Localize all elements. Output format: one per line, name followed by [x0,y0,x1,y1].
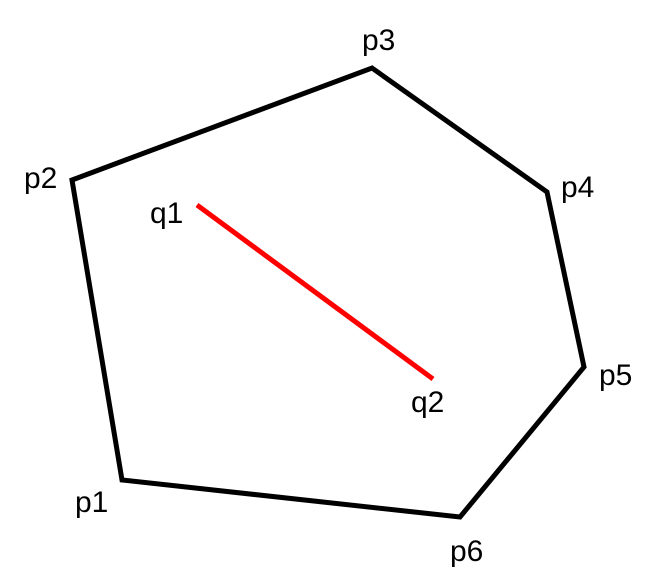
vertex-label-p1: p1 [75,486,108,519]
vertex-label-p3: p3 [362,24,395,57]
vertex-label-p5: p5 [599,359,632,392]
endpoint-label-q1: q1 [150,197,183,230]
vertex-label-p2: p2 [24,162,57,195]
endpoint-label-q2: q2 [411,386,444,419]
vertex-label-p4: p4 [561,171,594,204]
vertex-label-p6: p6 [450,535,483,568]
hexagon-outline [69,65,587,520]
segment-q1-q2 [195,202,435,382]
